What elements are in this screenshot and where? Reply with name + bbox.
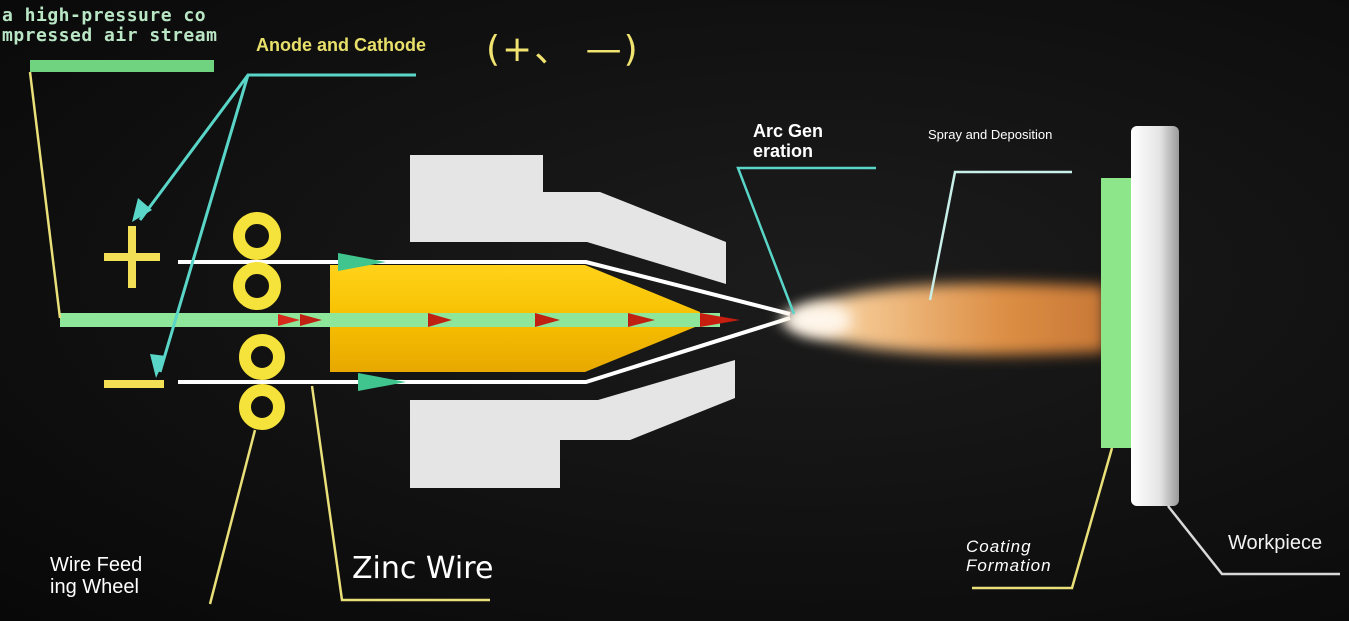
leader-coating-formation [972,447,1114,590]
label-workpiece: Workpiece [1228,532,1323,554]
label-arc-generation-line1: Arc Gen [753,121,824,141]
air-flow-arrow [628,313,655,327]
label-air-stream-line2: mpressed air stream [2,24,218,46]
leader-workpiece [1167,505,1340,576]
air-flow-arrow [278,314,300,326]
zinc-wire-lower [178,316,791,384]
zinc-wire-upper [178,260,791,316]
leader-anode-cathode-2 [158,74,250,373]
leader-spray-deposition [928,170,1072,301]
leader-anode-cathode [138,73,416,221]
minus-symbol [104,380,164,388]
leader-wire-feeding-wheel [208,429,257,605]
air-flow-arrow [535,313,560,327]
coating-layer [1101,178,1131,448]
label-spray-deposition: Spray and Deposition [928,127,1053,142]
air-flow-arrow [428,313,452,327]
plus-symbol-v [128,226,136,288]
label-coating-formation-line2: Formation [966,555,1052,575]
feed-wheel [239,334,285,380]
label-polarity: (+、 —) [486,29,640,70]
label-arc-generation: Arc Gen eration [753,121,824,162]
gun-body-lower [410,360,735,488]
air-stream-indicator [30,60,214,72]
label-wire-feeding-wheel: Wire Feed ing Wheel [50,554,142,598]
leader-air-stream [28,71,62,319]
label-air-stream-line1: a high-pressure co [2,5,207,26]
label-wire-feeding-wheel-line2: ing Wheel [50,576,139,598]
wire-feeding-wheels [233,212,285,430]
feed-wheel [233,262,281,310]
leader-arc-generation [736,166,876,315]
label-air-stream: a high-pressure co mpressed air stream [2,6,217,46]
spray-plume [780,283,1105,355]
air-flow-arrow [700,313,740,327]
arrowhead-minus [150,354,166,378]
label-coating-formation-line1: Coating [966,537,1032,556]
feed-wheel [239,384,285,430]
label-zinc-wire: Zinc Wire [352,551,494,586]
wire-direction-arrow-lower [358,373,406,391]
workpiece [1131,126,1179,506]
wire-direction-arrow-upper [338,253,386,271]
arrowhead-plus [132,198,152,222]
label-wire-feeding-wheel-line1: Wire Feed [50,554,143,576]
leader-zinc-wire [310,385,490,602]
label-arc-generation-line2: eration [753,140,814,161]
air-flow-arrow [300,314,322,326]
gun-body-upper [410,155,726,284]
air-stream-line [60,313,720,327]
label-anode-cathode: Anode and Cathode [256,35,426,55]
feed-wheel [233,212,281,260]
label-coating-formation: Coating Formation [966,537,1052,575]
